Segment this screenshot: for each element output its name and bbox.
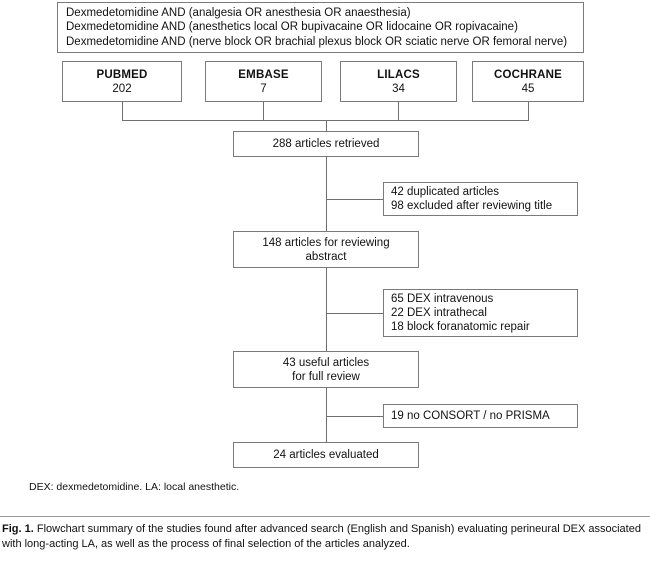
figure-number: Fig. 1. [2,523,34,535]
database-box-embase: EMBASE 7 [205,61,322,102]
connector-branch-excl-1 [326,199,383,200]
figure-caption: Fig. 1. Flowchart summary of the studies… [2,522,650,551]
connector-pubmed-stub [122,102,123,120]
connector-branch-excl-3 [326,416,383,417]
figure-footnote: DEX: dexmedetomidine. LA: local anesthet… [29,481,240,493]
stage-abstract-line-1: 148 articles for reviewing [262,236,390,249]
connector-database-bus [122,120,529,121]
exclusion-2-line-2: 22 DEX intrathecal [391,307,487,319]
connector-abstract-to-useful [326,268,327,351]
stage-box-retrieved: 288 articles retrieved [233,131,419,157]
connector-embase-stub [263,102,264,120]
database-name-pubmed: PUBMED [96,68,148,81]
stage-useful-line-2: for full review [292,370,360,383]
connector-cochrane-stub [528,102,529,120]
exclusion-box-2: 65 DEX intravenous 22 DEX intrathecal 18… [383,289,578,337]
stage-retrieved-line-1: 288 articles retrieved [272,138,380,150]
database-name-embase: EMBASE [238,68,289,81]
figure-caption-text: Flowchart summary of the studies found a… [2,523,641,550]
database-box-cochrane: COCHRANE 45 [472,61,584,102]
caption-divider [0,516,650,517]
connector-branch-excl-2 [326,313,383,314]
exclusion-1-line-2: 98 excluded after reviewing title [391,200,553,212]
stage-box-evaluated: 24 articles evaluated [233,442,419,468]
database-box-pubmed: PUBMED 202 [62,61,182,102]
database-count-cochrane: 45 [521,82,535,95]
stage-box-useful: 43 useful articles for full review [233,351,419,388]
connector-bus-to-retrieved [326,120,327,131]
stage-useful-line-1: 43 useful articles [282,356,370,369]
exclusion-box-3: 19 no CONSORT / no PRISMA [383,404,578,428]
connector-lilacs-stub [398,102,399,120]
query-line-3: Dexmedetomidine AND (nerve block OR brac… [66,35,568,48]
stage-evaluated-line-1: 24 articles evaluated [273,449,379,461]
query-line-1: Dexmedetomidine AND (analgesia OR anesth… [66,6,411,19]
connector-retrieved-to-abstract [326,157,327,231]
query-line-2: Dexmedetomidine AND (anesthetics local O… [66,21,518,34]
exclusion-box-1: 42 duplicated articles 98 excluded after… [383,182,578,216]
database-box-lilacs: LILACS 34 [340,61,457,102]
database-count-embase: 7 [260,82,267,95]
exclusion-3-line-1: 19 no CONSORT / no PRISMA [391,410,550,422]
connector-useful-to-evaluated [326,388,327,442]
exclusion-2-line-3: 18 block foranatomic repair [391,321,530,333]
database-name-cochrane: COCHRANE [493,68,563,81]
exclusion-1-line-1: 42 duplicated articles [391,186,500,198]
database-name-lilacs: LILACS [377,68,420,81]
database-count-pubmed: 202 [112,82,132,95]
stage-abstract-line-2: abstract [305,250,347,263]
exclusion-2-line-1: 65 DEX intravenous [391,293,494,305]
database-count-lilacs: 34 [392,82,405,95]
search-query-box: Dexmedetomidine AND (analgesia OR anesth… [57,2,584,53]
stage-box-abstract: 148 articles for reviewing abstract [233,231,419,268]
